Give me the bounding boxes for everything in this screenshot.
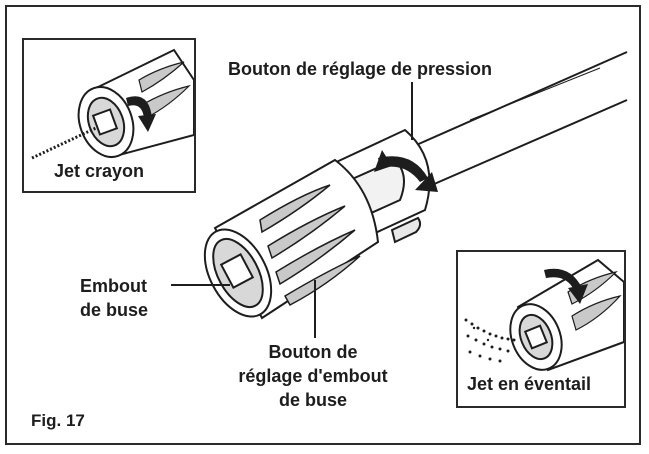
label-tip-button-line1: Bouton de (228, 340, 398, 364)
spray-icon (465, 319, 516, 363)
label-nozzle-tip-line2: de buse (80, 298, 148, 322)
label-tip-button-line3: de buse (228, 388, 398, 412)
label-fan-jet: Jet en éventail (467, 373, 591, 395)
figure-number: Fig. 17 (31, 410, 85, 432)
label-pencil-jet: Jet crayon (54, 160, 144, 182)
label-tip-button: Bouton de réglage d'embout de buse (228, 340, 398, 412)
label-tip-button-line2: réglage d'embout (228, 364, 398, 388)
nozzle-body (191, 160, 378, 328)
label-pressure-button: Bouton de réglage de pression (228, 58, 492, 80)
label-nozzle-tip-line1: Embout (80, 274, 148, 298)
label-nozzle-tip: Embout de buse (80, 274, 148, 322)
